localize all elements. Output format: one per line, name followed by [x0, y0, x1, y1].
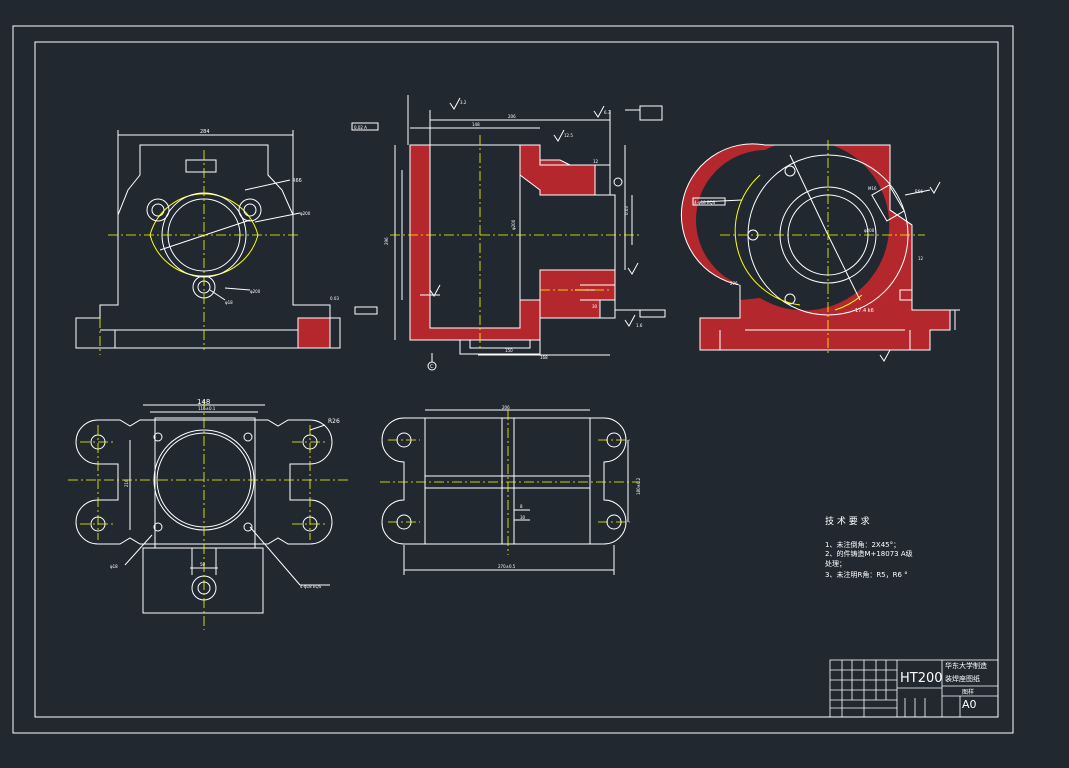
title-material: HT200	[900, 671, 943, 686]
top-dim-width: 148	[197, 398, 210, 406]
outer-border	[12, 25, 1014, 734]
section-dim-height: 296	[384, 237, 389, 245]
front-view	[75, 130, 341, 349]
section-ra-2: 6.3	[604, 110, 611, 115]
tech-req-item-2: 2、的件铸造M+18073 A级	[825, 549, 913, 558]
side-dim-12: 12	[918, 256, 924, 261]
side-dim-height: 276	[730, 281, 738, 286]
title-block	[829, 659, 999, 718]
side-tolerance-box: 4-φ18 EQS	[694, 200, 716, 205]
top-dim-height: 216	[124, 479, 129, 487]
bottom-dim-width: 206	[502, 405, 510, 410]
bottom-view	[381, 409, 629, 575]
section-tolerance-box: 0.02 A	[354, 125, 367, 130]
section-datum-label: C	[430, 364, 434, 370]
tech-req-item-1: 1、未注倒角：2X45°；	[825, 540, 900, 549]
side-view	[680, 140, 960, 362]
top-dim-radius: R26	[328, 418, 340, 425]
top-dim-slot: 50	[200, 562, 206, 567]
section-ra-4: 1.6	[636, 323, 643, 328]
title-drawing-name: 装焊座图纸	[945, 674, 980, 683]
section-dim-right: 0.03	[624, 206, 629, 215]
front-centerlines	[99, 150, 300, 355]
front-dim-bore: φ200	[250, 289, 261, 294]
section-dim-base2: 150	[505, 348, 513, 353]
bottom-dim-rib: 8	[520, 504, 523, 509]
front-dim-width: 284	[200, 129, 210, 135]
bottom-dim-rib2: 30	[520, 515, 526, 520]
section-dim-base: 168	[540, 355, 548, 360]
side-dim-bore: φ200	[864, 228, 875, 233]
section-view	[351, 95, 666, 371]
front-note: 0.03	[330, 296, 339, 301]
bottom-centerlines	[380, 410, 640, 555]
title-org: 华东大学制造	[945, 661, 987, 670]
bottom-dim-height: 180±0.2	[636, 477, 641, 495]
front-dim-r66: R66	[292, 178, 302, 184]
side-dim-angle: 17.4 k6	[855, 308, 874, 314]
tech-req-title: 技 术 要 求	[825, 515, 870, 527]
tech-req-item-3: 处理；	[825, 559, 846, 568]
section-dim-12: 12	[593, 159, 599, 164]
inner-border	[34, 41, 999, 718]
section-ra-1: 3.2	[460, 100, 467, 105]
side-dim-r66: R66	[915, 189, 923, 194]
tech-req-item-4: 3、未注明R角：R5，R6 °	[825, 570, 908, 579]
front-dim-hole: φ18	[225, 300, 233, 305]
section-dim-top2: 206	[508, 114, 516, 119]
front-dim-bolt-circle: φ200	[300, 211, 311, 216]
title-sheet-label: 图样	[962, 688, 974, 696]
section-dim-30: 30	[592, 304, 598, 309]
section-dim-sub: φ200	[511, 219, 516, 230]
section-dim-top: 148	[472, 122, 480, 127]
bottom-dim-total: 270±0.5	[498, 564, 516, 569]
side-dim-thread: M16	[868, 186, 877, 191]
top-centerlines	[68, 400, 350, 630]
top-dim-hole: φ18	[110, 564, 118, 569]
top-dim-sub: 116±0.1	[198, 406, 216, 411]
section-ra-3: 12.5	[564, 133, 573, 138]
title-size: A0	[962, 698, 977, 711]
top-callout: 4-φ18 EQS	[300, 584, 322, 589]
